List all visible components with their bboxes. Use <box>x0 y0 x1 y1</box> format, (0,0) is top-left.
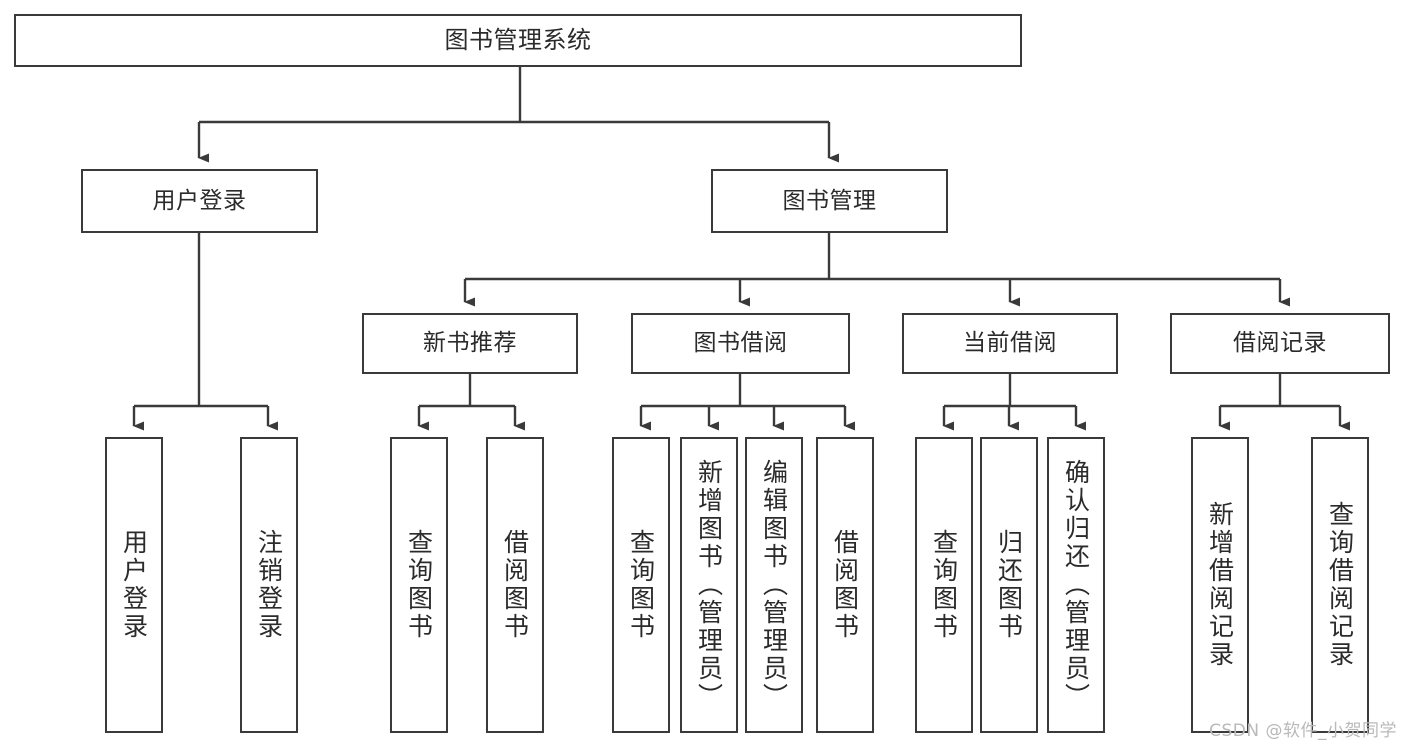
node-new-book-recommend[interactable]: 新书推荐 <box>362 313 578 374</box>
leaf-current-search-book[interactable]: 查询图书 <box>915 437 973 733</box>
node-label: 新增借阅记录 <box>1205 501 1235 669</box>
node-label: 图书管理 <box>782 187 877 214</box>
leaf-borrow-book[interactable]: 借阅图书 <box>816 437 874 733</box>
node-label: 图书管理系统 <box>444 25 592 54</box>
node-label: 当前借阅 <box>963 330 1057 357</box>
node-borrow-records[interactable]: 借阅记录 <box>1170 313 1390 374</box>
node-label: 图书借阅 <box>693 330 788 357</box>
node-label: 用户登录 <box>152 187 247 214</box>
node-label: 新增图书（管理员） <box>694 459 724 711</box>
node-label: 新书推荐 <box>423 330 517 357</box>
node-label: 查询图书 <box>626 529 656 641</box>
node-label: 编辑图书（管理员） <box>759 459 789 711</box>
node-label: 注销登录 <box>254 529 284 641</box>
leaf-borrow-edit-book[interactable]: 编辑图书（管理员） <box>745 437 803 733</box>
leaf-records-add[interactable]: 新增借阅记录 <box>1191 437 1249 733</box>
node-label: 确认归还（管理员） <box>1061 459 1091 711</box>
leaf-current-return-book[interactable]: 归还图书 <box>980 437 1038 733</box>
node-root-system[interactable]: 图书管理系统 <box>14 14 1022 67</box>
node-label: 用户登录 <box>119 529 149 641</box>
node-label: 借阅图书 <box>500 529 530 641</box>
leaf-borrow-search-book[interactable]: 查询图书 <box>612 437 670 733</box>
leaf-user-logout[interactable]: 注销登录 <box>240 437 298 733</box>
leaf-current-confirm-return[interactable]: 确认归还（管理员） <box>1047 437 1105 733</box>
node-current-borrow[interactable]: 当前借阅 <box>902 313 1118 374</box>
node-book-borrow[interactable]: 图书借阅 <box>631 313 850 374</box>
leaf-new-book-borrow[interactable]: 借阅图书 <box>486 437 544 733</box>
node-label: 查询借阅记录 <box>1325 501 1355 669</box>
leaf-borrow-add-book[interactable]: 新增图书（管理员） <box>680 437 738 733</box>
watermark: CSDN @软件_小贺同学 <box>1209 721 1397 741</box>
node-label: 查询图书 <box>929 529 959 641</box>
node-label: 归还图书 <box>994 529 1024 641</box>
node-book-management[interactable]: 图书管理 <box>711 169 948 233</box>
leaf-records-search[interactable]: 查询借阅记录 <box>1311 437 1369 733</box>
node-user-login[interactable]: 用户登录 <box>81 169 318 233</box>
leaf-new-book-search[interactable]: 查询图书 <box>390 437 448 733</box>
node-label: 借阅图书 <box>830 529 860 641</box>
node-label: 查询图书 <box>404 529 434 641</box>
leaf-user-login[interactable]: 用户登录 <box>105 437 163 733</box>
node-label: 借阅记录 <box>1233 330 1327 357</box>
